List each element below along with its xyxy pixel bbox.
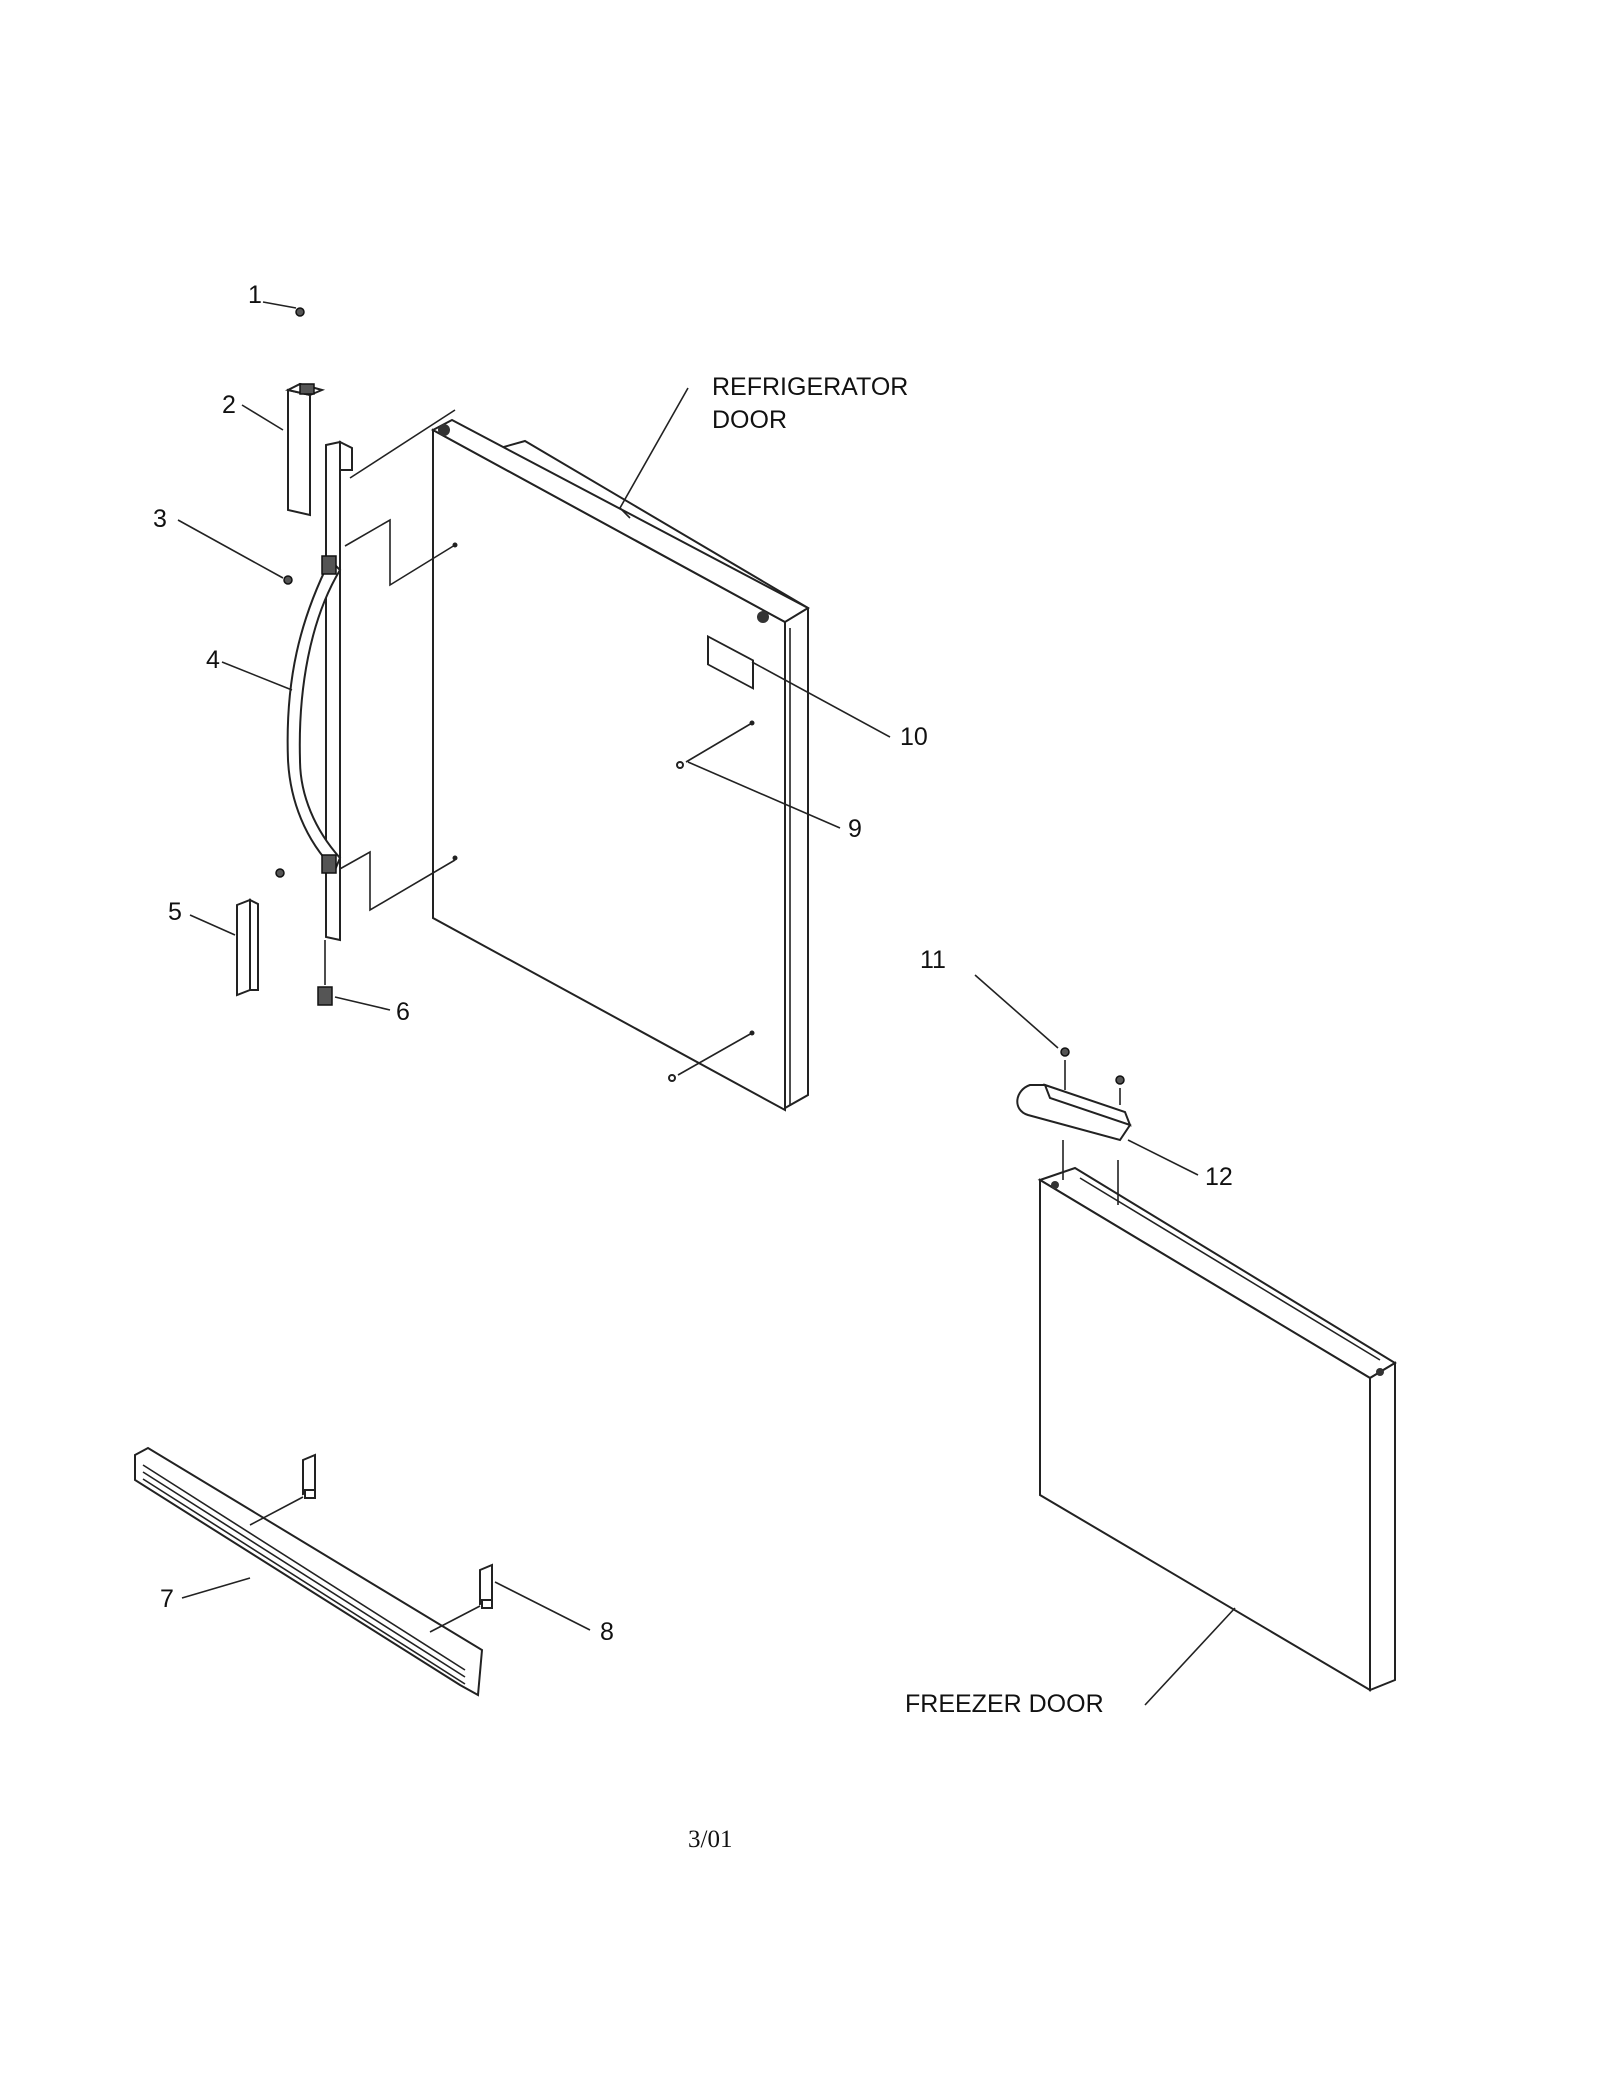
- clip-part-8-upper: [302, 1453, 316, 1499]
- freezer-door-caption: FREEZER DOOR: [905, 1690, 1104, 1718]
- handle-explode-lines: [337, 409, 753, 1076]
- callout-1: 1: [248, 281, 262, 309]
- callout-7: 7: [160, 1585, 174, 1613]
- revision-date: 3/01: [688, 1826, 732, 1853]
- callout-2: 2: [222, 391, 236, 419]
- callout-8: 8: [600, 1618, 614, 1646]
- leader-lines: [177, 301, 1236, 1706]
- freezer-handle-part-12: [1016, 1083, 1132, 1142]
- callout-4: 4: [206, 646, 220, 674]
- handle-clip-bottom: [321, 854, 337, 874]
- callout-9: 9: [848, 815, 862, 843]
- callout-6: 6: [396, 998, 410, 1026]
- refrigerator-door-caption-line2: DOOR: [712, 406, 787, 434]
- callout-10: 10: [900, 723, 928, 751]
- handle-part-4: [286, 558, 342, 872]
- screw-part-3: [283, 575, 293, 585]
- callout-5: 5: [168, 898, 182, 926]
- clip-part-8-lower: [479, 1563, 493, 1609]
- screw-part-1: [295, 307, 305, 317]
- handle-clip-top: [321, 555, 337, 575]
- screw-part-11: [1060, 1047, 1070, 1057]
- callout-3: 3: [153, 505, 167, 533]
- clip-part-6: [317, 986, 333, 1006]
- kickplate-part-7: [134, 1446, 484, 1697]
- end-cap-part-2: [285, 382, 326, 517]
- refrigerator-door-caption-line1: REFRIGERATOR: [712, 373, 908, 401]
- trim-part-5: [236, 898, 259, 997]
- callout-11: 11: [920, 946, 946, 974]
- refrigerator-door: [430, 418, 811, 1112]
- callout-12: 12: [1205, 1163, 1233, 1191]
- freezer-door: [1037, 1166, 1397, 1692]
